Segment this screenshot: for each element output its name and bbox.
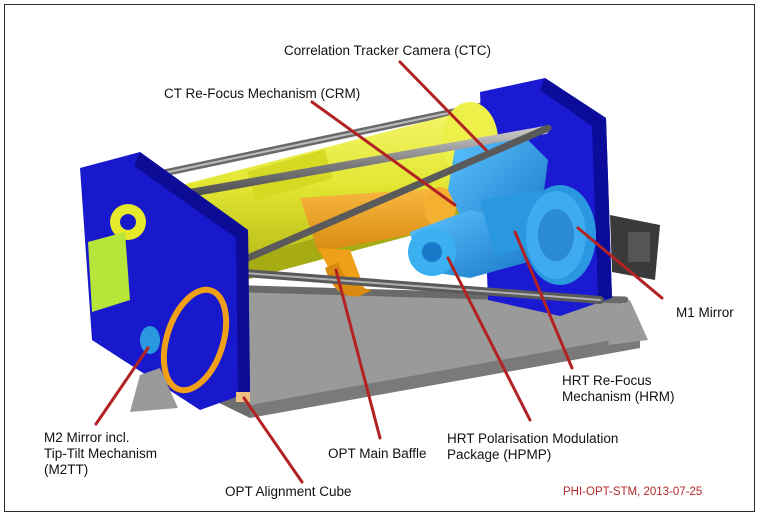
label-m1-mirror: M1 Mirror bbox=[676, 305, 734, 320]
label-hrm-line1: HRT Re-Focus bbox=[562, 373, 652, 388]
leader-baffle bbox=[334, 268, 382, 440]
leader-ctc bbox=[398, 60, 488, 152]
label-alignment-cube: OPT Alignment Cube bbox=[225, 484, 352, 499]
document-stamp: PHI-OPT-STM, 2013-07-25 bbox=[563, 486, 703, 498]
label-crm: CT Re-Focus Mechanism (CRM) bbox=[164, 86, 361, 101]
front-frame bbox=[80, 152, 250, 410]
label-m2-line1: M2 Mirror incl. bbox=[44, 430, 130, 445]
leader-hrm bbox=[513, 230, 574, 370]
leader-crm bbox=[310, 100, 457, 207]
leader-cube bbox=[242, 396, 304, 484]
leader-lines bbox=[94, 60, 664, 484]
label-main-baffle: OPT Main Baffle bbox=[328, 446, 427, 461]
label-hpmp-line2: Package (HPMP) bbox=[447, 447, 552, 462]
label-m2-line2: Tip-Tilt Mechanism bbox=[44, 446, 158, 461]
m2-ring bbox=[140, 286, 230, 394]
leader-m2 bbox=[94, 346, 150, 426]
label-m2-line3: (M2TT) bbox=[44, 462, 89, 477]
m1-mirror bbox=[524, 185, 596, 285]
label-hpmp-line1: HRT Polarisation Modulation bbox=[447, 431, 619, 446]
leader-hpmp bbox=[446, 256, 532, 422]
label-hrm-line2: Mechanism (HRM) bbox=[562, 389, 675, 404]
leader-m1 bbox=[576, 226, 664, 300]
label-ctc: Correlation Tracker Camera (CTC) bbox=[284, 43, 492, 58]
